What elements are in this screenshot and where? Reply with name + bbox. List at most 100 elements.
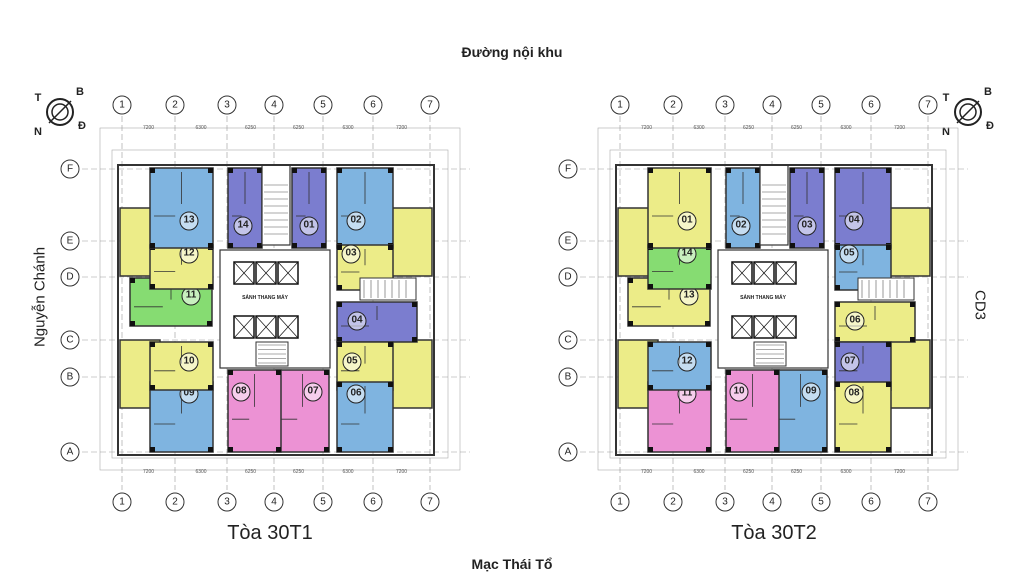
- grid-row-label: B: [67, 372, 74, 383]
- structural-column: [648, 385, 653, 390]
- structural-column: [648, 243, 653, 248]
- compass-north-label: B: [76, 86, 84, 98]
- apartment-number: 03: [801, 220, 813, 231]
- structural-column: [706, 243, 711, 248]
- dimension-label-top: 6300: [693, 125, 704, 131]
- grid-column-bubble: [313, 95, 333, 115]
- structural-column: [835, 342, 840, 347]
- grid-row-bubble: [60, 231, 80, 251]
- grid-column-label: 1: [119, 497, 125, 508]
- elevator-cross: [255, 261, 277, 285]
- compass-needle: [48, 100, 72, 124]
- structural-column: [886, 245, 891, 250]
- grid-column-bubble: [363, 95, 383, 115]
- structural-column: [208, 385, 213, 390]
- grid-row-label: A: [565, 447, 572, 458]
- structural-column: [774, 370, 779, 375]
- apartment-number: 07: [844, 356, 856, 367]
- elevator-cross: [277, 261, 299, 285]
- grid-column-label: 7: [925, 497, 931, 508]
- apartment-number-badge: [303, 382, 323, 402]
- structural-column: [257, 243, 262, 248]
- structural-column: [835, 168, 840, 173]
- grid-row-label: C: [564, 335, 571, 346]
- grid-column-label: 7: [427, 497, 433, 508]
- dimension-label-bottom: 6250: [791, 469, 802, 475]
- compass-needle: [956, 100, 980, 124]
- grid-column-label: 4: [271, 497, 277, 508]
- compass-west-label: T: [35, 92, 42, 104]
- grid-column-label: 5: [320, 497, 326, 508]
- dimension-label-top: 6300: [342, 125, 353, 131]
- apartment-number-badge: [179, 352, 199, 372]
- road-label-top: Đường nội khu: [461, 44, 563, 60]
- grid-row-label: C: [66, 335, 73, 346]
- grid-column-bubble: [610, 95, 630, 115]
- structural-column: [648, 342, 653, 347]
- apartment-number: 08: [235, 386, 247, 397]
- apartment-unit: [647, 381, 712, 453]
- structural-column: [150, 243, 155, 248]
- apartment-number: 06: [350, 388, 362, 399]
- structural-column: [337, 342, 342, 347]
- structural-column: [706, 168, 711, 173]
- structural-column: [886, 382, 891, 387]
- building-plan-1: 11223344556677FEDCBA72007200630063006250…: [60, 95, 470, 512]
- grid-column-label: 2: [670, 497, 676, 508]
- apartment-number-badge: [233, 216, 253, 236]
- dimension-label-top: 6250: [245, 125, 256, 131]
- apartment-number: 04: [848, 215, 860, 226]
- structural-column: [886, 168, 891, 173]
- apartment-number: 11: [186, 290, 197, 301]
- grid-column-label: 6: [370, 497, 376, 508]
- apartment-number-badge: [839, 244, 859, 264]
- grid-row-bubble: [60, 159, 80, 179]
- grid-column-bubble: [811, 492, 831, 512]
- apartment-number: 01: [303, 220, 315, 231]
- structural-column: [337, 245, 342, 250]
- stairwell-top: [759, 164, 789, 246]
- grid-column-bubble: [610, 492, 630, 512]
- apartment-number: 06: [849, 315, 861, 326]
- building-name-30t1: Tòa 30T1: [227, 522, 313, 544]
- grid-column-bubble: [762, 95, 782, 115]
- grid-column-bubble: [663, 95, 683, 115]
- road-label-bottom: Mạc Thái Tổ: [471, 556, 553, 572]
- grid-column-label: 4: [769, 100, 775, 111]
- structural-column: [208, 168, 213, 173]
- grid-column-label: 4: [271, 100, 277, 111]
- grid-column-bubble: [811, 95, 831, 115]
- elevator-cross: [775, 261, 797, 285]
- grid-column-label: 5: [818, 100, 824, 111]
- compass-west-label: T: [943, 92, 950, 104]
- dimension-label-top: 7200: [641, 125, 652, 131]
- structural-column: [292, 168, 297, 173]
- structural-column: [790, 243, 795, 248]
- compass-ring: [46, 98, 74, 126]
- structural-column: [337, 168, 342, 173]
- structural-column: [822, 447, 827, 452]
- structural-column: [207, 321, 212, 326]
- structural-column: [648, 447, 653, 452]
- grid-column-label: 3: [224, 100, 230, 111]
- apartment-number-badge: [347, 311, 367, 331]
- grid-column-bubble: [918, 95, 938, 115]
- structural-column: [835, 382, 840, 387]
- structural-column: [705, 321, 710, 326]
- apartment-number-badge: [840, 352, 860, 372]
- grid-column-label: 6: [868, 497, 874, 508]
- grid-row-bubble: [558, 330, 578, 350]
- structural-column: [324, 447, 329, 452]
- structural-column: [276, 447, 281, 452]
- apartment-number: 05: [843, 248, 855, 259]
- structural-column: [726, 168, 731, 173]
- structural-column: [228, 168, 233, 173]
- dimension-label-top: 6250: [743, 125, 754, 131]
- dimension-label-top: 6250: [791, 125, 802, 131]
- structural-column: [726, 243, 731, 248]
- structural-column: [208, 447, 213, 452]
- grid-column-bubble: [264, 492, 284, 512]
- structural-column: [388, 168, 393, 173]
